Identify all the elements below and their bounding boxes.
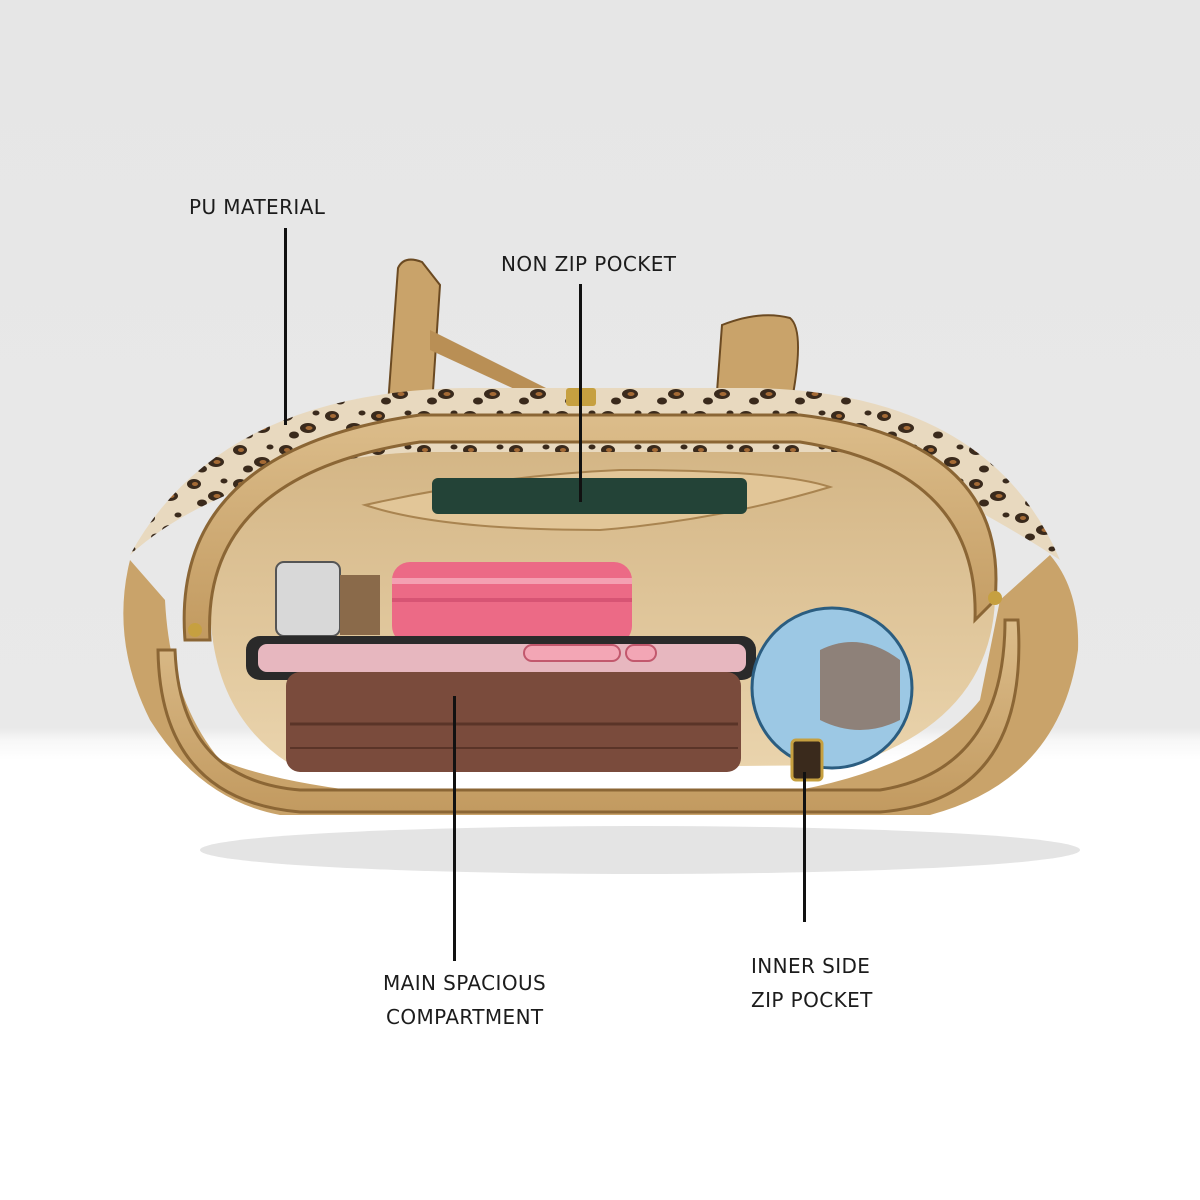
leader-line-main-compartment — [453, 696, 456, 961]
handle-right — [714, 314, 799, 406]
brown-wallet — [286, 672, 741, 772]
bottle-box — [340, 575, 380, 635]
rim-bottom — [156, 618, 1021, 814]
silver-bottle — [275, 561, 341, 637]
leader-line-pu-material — [284, 228, 287, 425]
hinge-left-icon — [188, 623, 202, 637]
phone-button — [523, 644, 621, 662]
zip-pull-icon — [790, 738, 824, 782]
callout-main-compartment-line2: COMPARTMENT — [386, 1005, 544, 1029]
pink-compact — [392, 562, 632, 644]
callout-main-compartment-line1: MAIN SPACIOUS — [383, 971, 547, 995]
floor-shadow — [200, 826, 1080, 874]
callout-inner-zip-line1: INNER SIDE — [751, 954, 871, 978]
hinge-right-icon — [988, 591, 1002, 605]
green-card — [432, 478, 747, 514]
leader-line-non-zip-pocket — [579, 284, 582, 502]
callout-pu-material: PU MATERIAL — [189, 195, 326, 219]
callout-non-zip-pocket: NON ZIP POCKET — [501, 252, 677, 276]
handle-left — [386, 258, 442, 406]
leather-body — [123, 555, 1079, 815]
callout-inner-zip-line2: ZIP POCKET — [751, 988, 873, 1012]
leader-line-inner-zip-pocket — [803, 772, 806, 922]
